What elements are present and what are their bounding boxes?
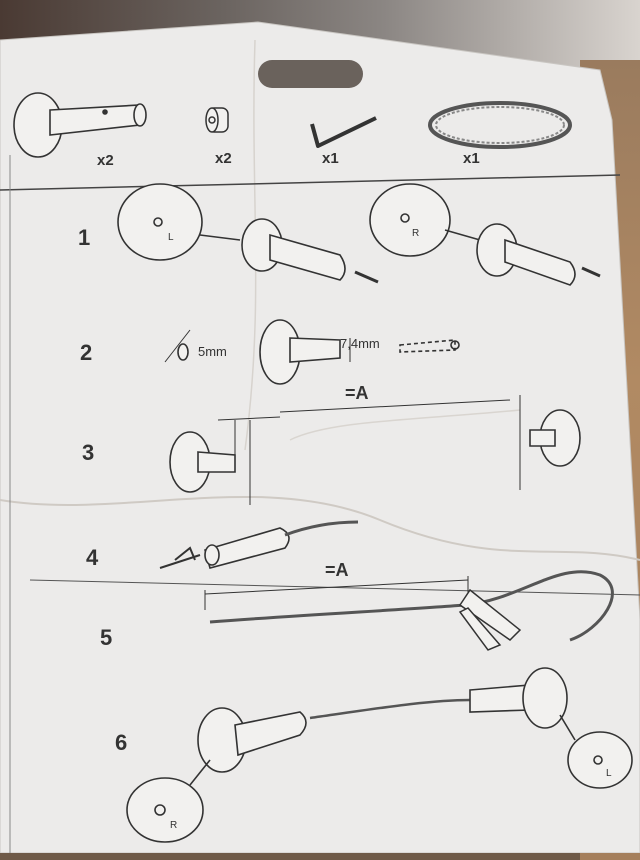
step-number-2: 2: [80, 340, 93, 365]
drill-hole-dimension: 5mm: [198, 344, 227, 359]
step6-illustration: [126, 667, 633, 843]
left-bracket-marker-step6: L: [606, 768, 612, 779]
step3-illustration: [169, 395, 581, 505]
left-bracket-marker-step1: L: [168, 232, 174, 243]
bracket-quantity: x2: [97, 152, 114, 169]
step-number-5: 5: [100, 625, 113, 650]
step4-illustration: [159, 520, 359, 569]
distance-label-step3: =A: [345, 383, 369, 403]
step-number-3: 3: [82, 440, 95, 465]
distance-label-step5: =A: [325, 560, 349, 580]
step-number-4: 4: [86, 545, 99, 570]
wire-quantity: x1: [463, 150, 480, 167]
step-number-1: 1: [78, 225, 91, 250]
bracket-part-illustration: [13, 92, 147, 158]
step2-illustration: [164, 319, 460, 385]
allen-key-quantity: x1: [322, 150, 339, 167]
allen-key-part-illustration: [310, 116, 377, 148]
step-number-6: 6: [115, 730, 128, 755]
right-bracket-marker-step1: R: [412, 228, 420, 239]
thread-dimension: 7,4mm: [340, 336, 380, 351]
wire-part-illustration: [428, 101, 572, 149]
end-cap-quantity: x2: [215, 150, 232, 167]
step1-illustration: [117, 183, 601, 286]
step5-illustration: [204, 570, 614, 651]
end-cap-part-illustration: [205, 107, 229, 133]
right-bracket-marker-step6: R: [170, 820, 178, 831]
